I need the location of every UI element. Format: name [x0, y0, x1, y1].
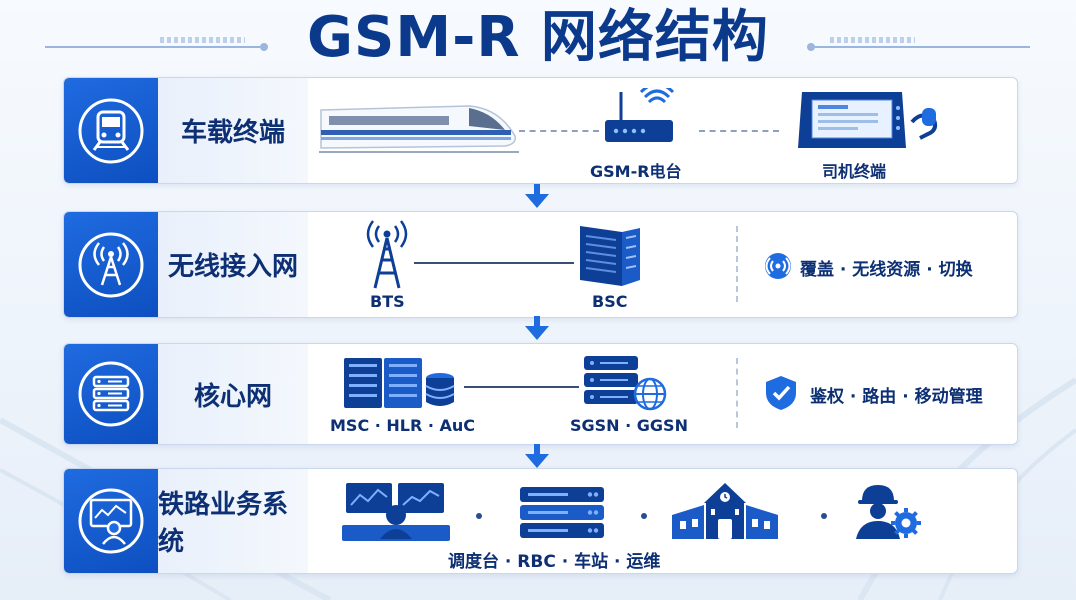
down-arrow-icon	[525, 184, 549, 208]
server-database-icon	[344, 358, 455, 408]
driver-terminal-icon	[798, 92, 938, 148]
row-wireless-access: 无线接入网 BTS BSC 覆盖 · 无线资源 · 切换	[63, 211, 1018, 318]
train-icon	[78, 98, 144, 163]
monitor-operator-icon	[78, 488, 144, 554]
down-arrow-icon	[525, 316, 549, 340]
separator-dot	[821, 513, 827, 519]
station-building-icon	[672, 483, 778, 539]
feature-text: 鉴权 · 路由 · 移动管理	[810, 387, 983, 407]
server-stack-icon	[78, 361, 144, 427]
row-label-box: 核心网	[158, 344, 308, 444]
separator-dot	[641, 513, 647, 519]
worker-gear-icon	[856, 485, 921, 539]
node-label: GSM-R电台	[590, 162, 682, 181]
divider-dashed	[736, 226, 738, 302]
antenna-tower-icon	[366, 220, 408, 289]
row-onboard-terminal: 车载终端 GSM-R电台 司机终端	[63, 77, 1018, 184]
feature-text: 覆盖 · 无线资源 · 切换	[800, 260, 973, 280]
separator-dot	[476, 513, 482, 519]
connector-line	[414, 262, 574, 264]
divider-dashed	[736, 358, 738, 428]
node-label: 司机终端	[822, 162, 887, 181]
row-icon-box	[64, 78, 158, 183]
radio-router-icon	[605, 88, 675, 142]
row-label: 车载终端	[180, 118, 285, 148]
signal-icon	[765, 253, 791, 279]
node-label: BTS	[370, 292, 405, 311]
page-title: GSM-R 网络结构	[307, 5, 769, 70]
row-railway-business: 铁路业务系统	[63, 468, 1018, 574]
node-label: MSC · HLR · AuC	[330, 416, 476, 435]
row-label-box: 无线接入网	[158, 212, 308, 317]
connector-line	[464, 386, 579, 388]
row-icon-box	[64, 469, 158, 573]
train-image	[319, 105, 519, 153]
row-label-box: 铁路业务系统	[158, 469, 308, 573]
node-label: BSC	[592, 292, 628, 311]
row-label: 铁路业务系统	[158, 490, 289, 557]
down-arrow-icon	[525, 444, 549, 468]
dispatch-console-icon	[342, 483, 450, 541]
radio-tower-icon	[78, 232, 144, 297]
title-decoration-right	[807, 37, 1030, 51]
server-rack-icon	[580, 226, 640, 286]
row-label-box: 车载终端	[158, 78, 308, 183]
title-decoration-left	[45, 37, 268, 51]
rbc-server-icon	[520, 487, 604, 538]
row-label: 无线接入网	[167, 252, 298, 282]
server-globe-icon	[584, 356, 667, 411]
row-label: 核心网	[193, 381, 272, 412]
business-systems-caption: 调度台 · RBC · 车站 · 运维	[448, 552, 661, 572]
row-icon-box	[64, 212, 158, 317]
shield-check-icon	[766, 376, 796, 410]
connector-dashed	[699, 130, 779, 132]
row-core-network: 核心网 MSC · HLR · AuC SGSN · GGSN 鉴权 · 路由	[63, 343, 1018, 445]
connector-dashed	[519, 130, 599, 132]
row-icon-box	[64, 344, 158, 444]
node-label: SGSN · GGSN	[570, 416, 688, 435]
